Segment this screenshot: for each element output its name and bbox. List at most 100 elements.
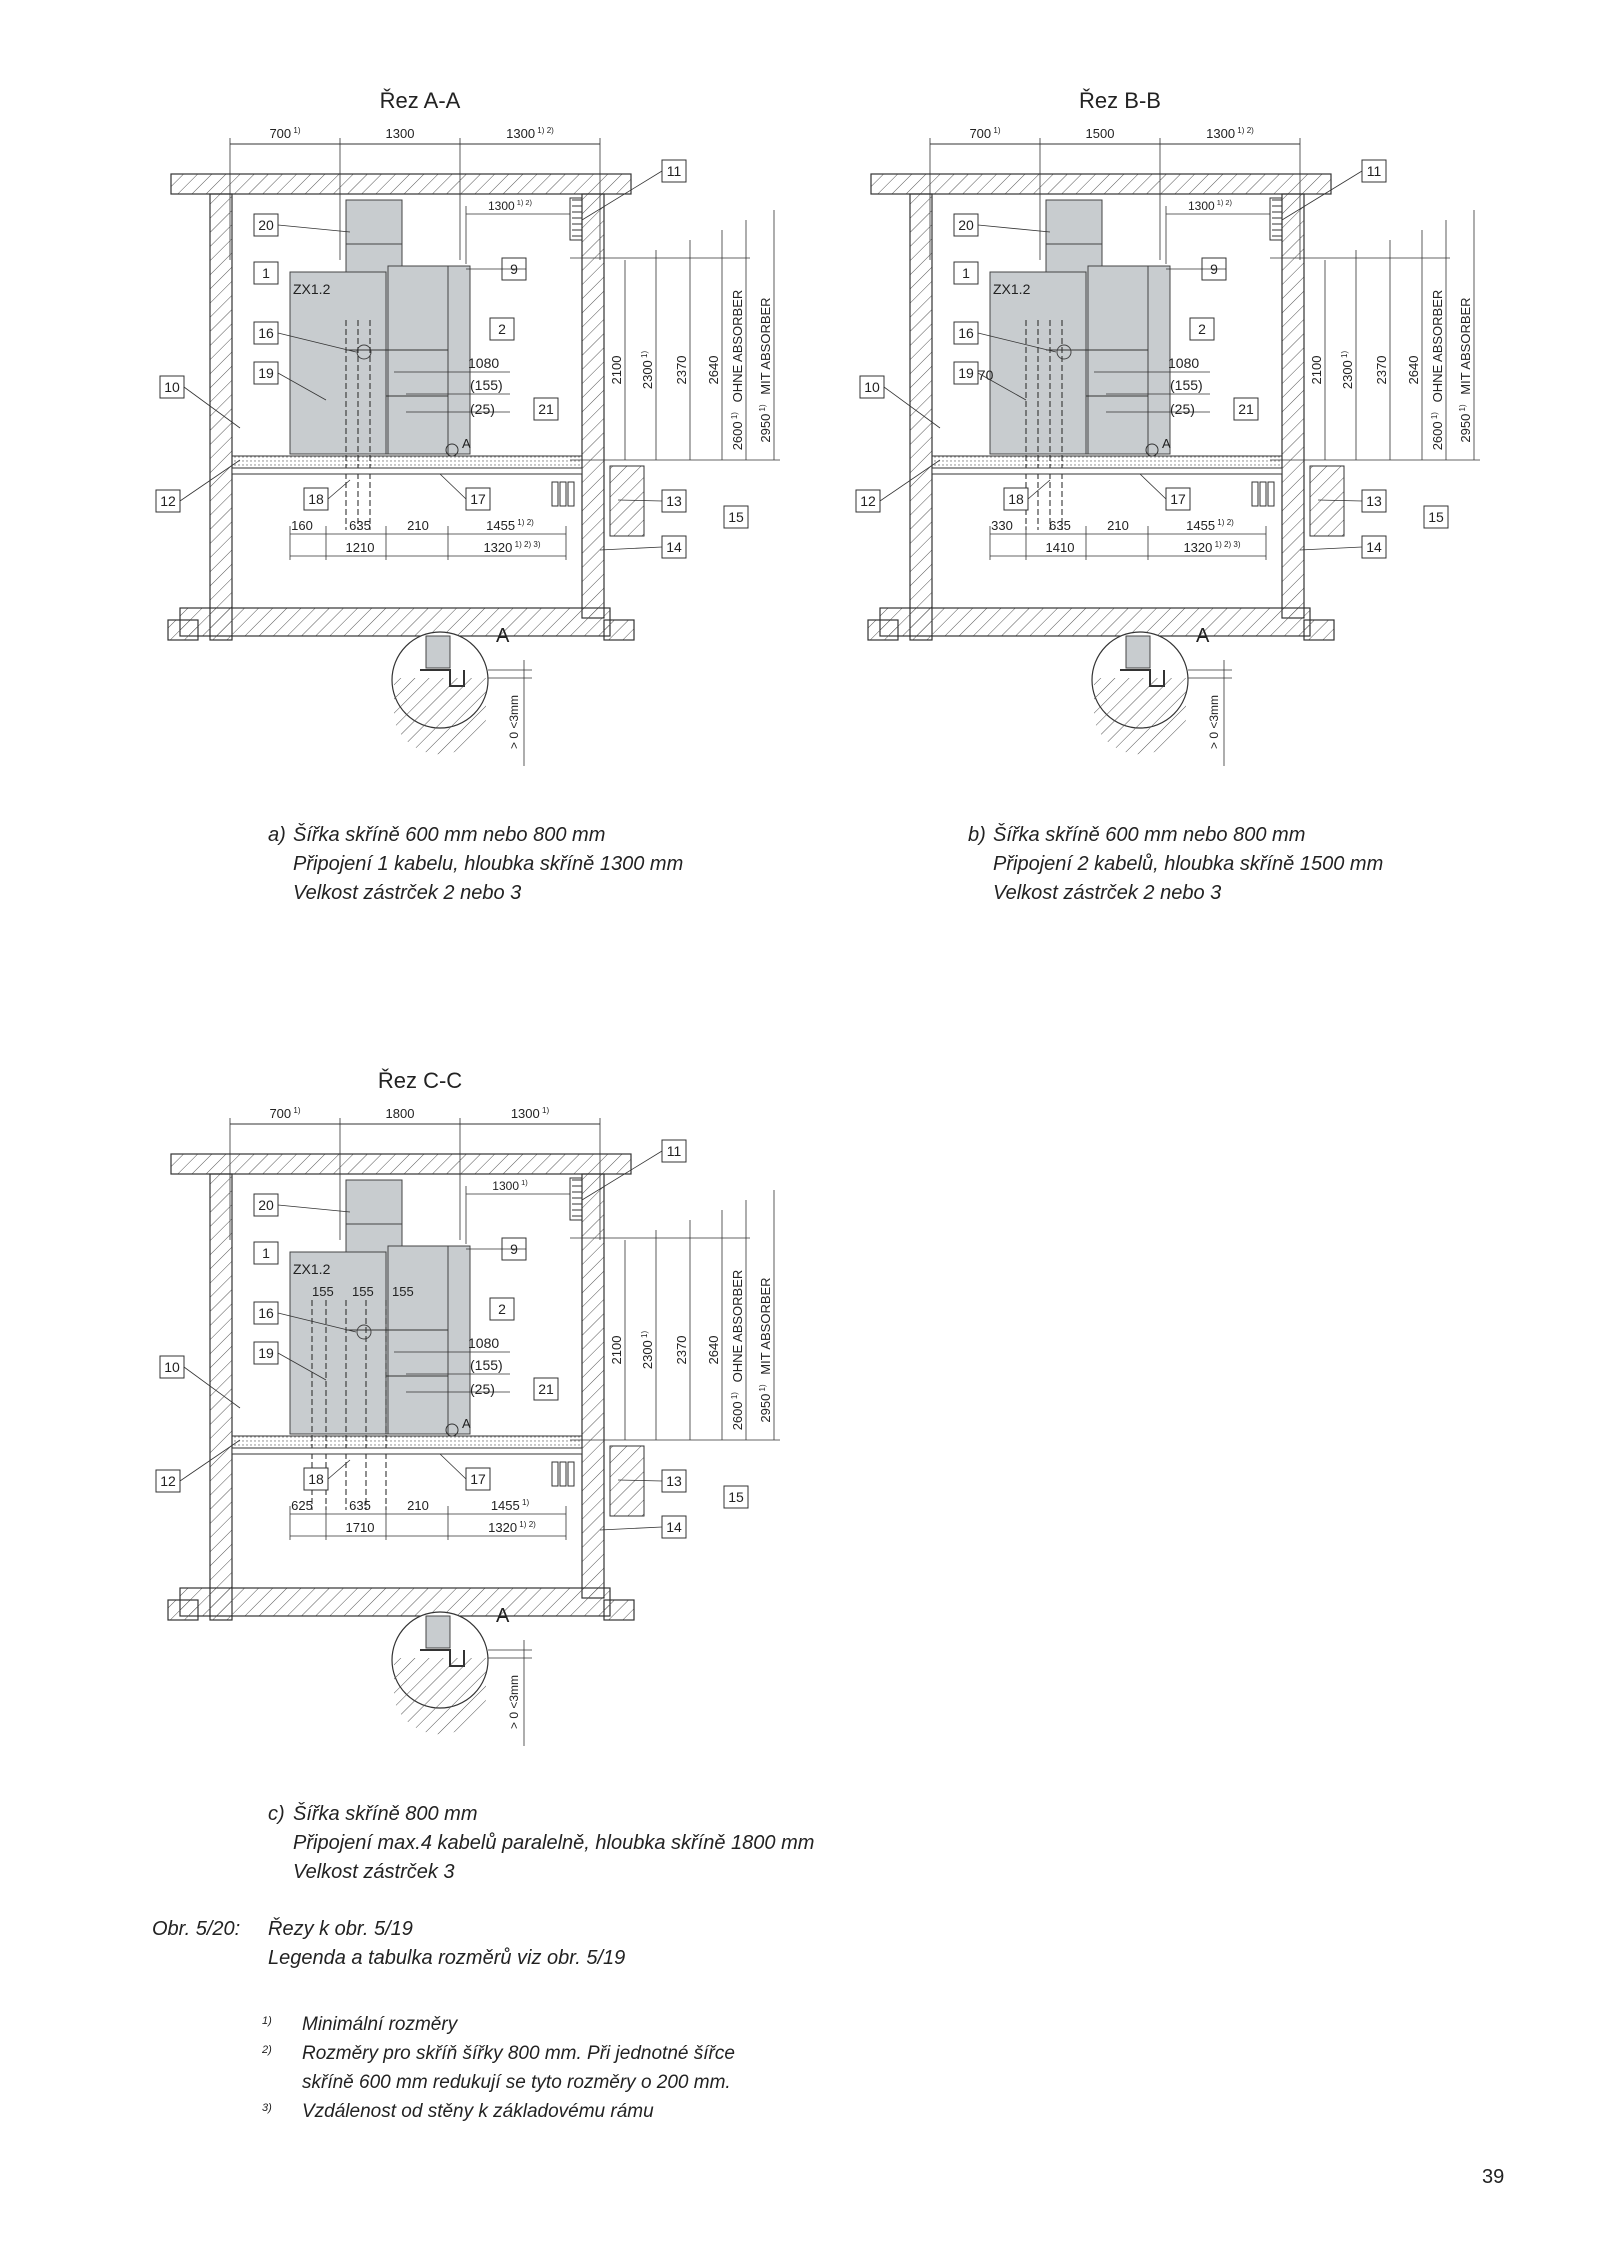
callout-number: 15 — [728, 509, 744, 525]
callout-number: 14 — [666, 539, 682, 555]
callout-1: 1 — [953, 261, 979, 285]
callout-18: 18 — [1003, 487, 1029, 511]
callout-2: 2 — [489, 317, 515, 341]
footnote-mark: 2) — [262, 2044, 272, 2056]
callout-number: 19 — [958, 365, 974, 381]
dimension-label: 1300 — [386, 126, 415, 141]
vertical-dimension: 2640 — [1406, 356, 1421, 385]
dimension-label: 635 — [349, 1498, 371, 1513]
dimension-label: 1800 — [386, 1106, 415, 1121]
callout-number: 10 — [864, 379, 880, 395]
callout-1: 1 — [253, 261, 279, 285]
callout-13: 13 — [661, 1469, 687, 1493]
callout-16: 16 — [253, 1301, 279, 1325]
caption-prefix: c) — [268, 1803, 285, 1825]
caption-line: Velkost zástrček 2 nebo 3 — [993, 882, 1222, 904]
dimension-label: 155 — [392, 1284, 414, 1299]
callout-number: 10 — [164, 1359, 180, 1375]
vertical-dimension: 2600 1) OHNE ABSORBER — [1430, 290, 1445, 451]
callout-number: 2 — [498, 1301, 506, 1317]
callout-17: 17 — [1165, 487, 1191, 511]
callout-number: 1 — [262, 265, 270, 281]
dimension-label: 1300 1) 2) — [1188, 198, 1233, 213]
callout-number: 10 — [164, 379, 180, 395]
callout-18: 18 — [303, 487, 329, 511]
dimension-label: 1080 — [1168, 355, 1199, 371]
figure-line: Legenda a tabulka rozměrů viz obr. 5/19 — [268, 1947, 626, 1969]
detail-view-a — [391, 1611, 489, 1735]
callout-18: 18 — [303, 1467, 329, 1491]
footnote-text: Minimální rozměry — [302, 2014, 458, 2035]
vertical-dimension: 2600 1) OHNE ABSORBER — [730, 1270, 745, 1431]
dimension-label: 1080 — [468, 1335, 499, 1351]
caption-line: Připojení 1 kabelu, hloubka skříně 1300 … — [293, 853, 684, 875]
footnote-text: Rozměry pro skříň šířky 800 mm. Při jedn… — [302, 2043, 735, 2064]
dimension-label: 210 — [407, 1498, 429, 1513]
detail-view-a — [1091, 631, 1189, 755]
callout-number: 19 — [258, 1345, 274, 1361]
callout-2: 2 — [1189, 317, 1215, 341]
callout-number: 21 — [538, 401, 554, 417]
vertical-dimension: 2300 1) — [1340, 351, 1355, 390]
dimension-label: 1710 — [346, 1520, 375, 1535]
page-number: 39 — [1482, 2166, 1505, 2188]
vertical-dimension: 2950 1) MIT ABSORBER — [758, 297, 773, 442]
callout-14: 14 — [661, 535, 687, 559]
callout-21: 21 — [533, 1377, 559, 1401]
callout-10: 10 — [859, 375, 885, 399]
dimension-label: 1300 1) — [492, 1178, 528, 1193]
figure-label: Obr. 5/20: — [152, 1918, 241, 1940]
callout-number: 1 — [962, 265, 970, 281]
detail-marker: A — [1162, 436, 1171, 451]
callout-15: 15 — [723, 505, 749, 529]
callout-number: 17 — [470, 1471, 486, 1487]
callout-number: 17 — [1170, 491, 1186, 507]
detail-letter: A — [496, 625, 510, 647]
dimension-label: 1300 1) — [511, 1106, 550, 1121]
footnote-text: skříně 600 mm redukují se tyto rozměry o… — [302, 2072, 731, 2093]
detail-letter: A — [1196, 625, 1210, 647]
callout-number: 20 — [958, 217, 974, 233]
callout-number: 20 — [258, 217, 274, 233]
dimension-label: 635 — [349, 518, 371, 533]
callout-number: 13 — [1366, 493, 1382, 509]
callout-13: 13 — [1361, 489, 1387, 513]
caption-line: Připojení 2 kabelů, hloubka skříně 1500 … — [993, 853, 1384, 875]
switchgear — [289, 1179, 471, 1435]
callout-number: 19 — [258, 365, 274, 381]
dimension-label: 700 1) — [269, 1106, 300, 1121]
detail-view-a — [391, 631, 489, 755]
section-title: Řez A-A — [380, 88, 461, 113]
footnote-mark: 3) — [262, 2102, 272, 2114]
vertical-dimension: 2370 — [1374, 356, 1389, 385]
callout-20: 20 — [953, 213, 979, 237]
callout-number: 12 — [160, 1473, 176, 1489]
vertical-dimension: 2300 1) — [640, 1331, 655, 1370]
dimension-label: 1500 — [1086, 126, 1115, 141]
dimension-label: 1080 — [468, 355, 499, 371]
callout-number: 2 — [1198, 321, 1206, 337]
callout-11: 11 — [661, 159, 687, 183]
callout-number: 18 — [308, 1471, 324, 1487]
dimension-label: 210 — [1107, 518, 1129, 533]
callout-11: 11 — [1361, 159, 1387, 183]
vertical-dimension: 2950 1) MIT ABSORBER — [1458, 297, 1473, 442]
callout-number: 13 — [666, 493, 682, 509]
callout-number: 12 — [160, 493, 176, 509]
caption-line: Šířka skříně 600 mm nebo 800 mm — [993, 824, 1306, 846]
callout-number: 11 — [667, 1143, 682, 1159]
switchgear — [289, 199, 471, 455]
dimension-label: 1320 1) 2) 3) — [1183, 540, 1240, 555]
dimension-label: 1410 — [1046, 540, 1075, 555]
callout-number: 13 — [666, 1473, 682, 1489]
dimension-label: 1320 1) 2) 3) — [483, 540, 540, 555]
vertical-dimension: 2300 1) — [640, 351, 655, 390]
vertical-dimension: 2370 — [674, 356, 689, 385]
callout-19: 19 — [253, 1341, 279, 1365]
footnote-text: Vzdálenost od stěny k základovému rámu — [302, 2101, 654, 2122]
detail-marker: A — [462, 436, 471, 451]
